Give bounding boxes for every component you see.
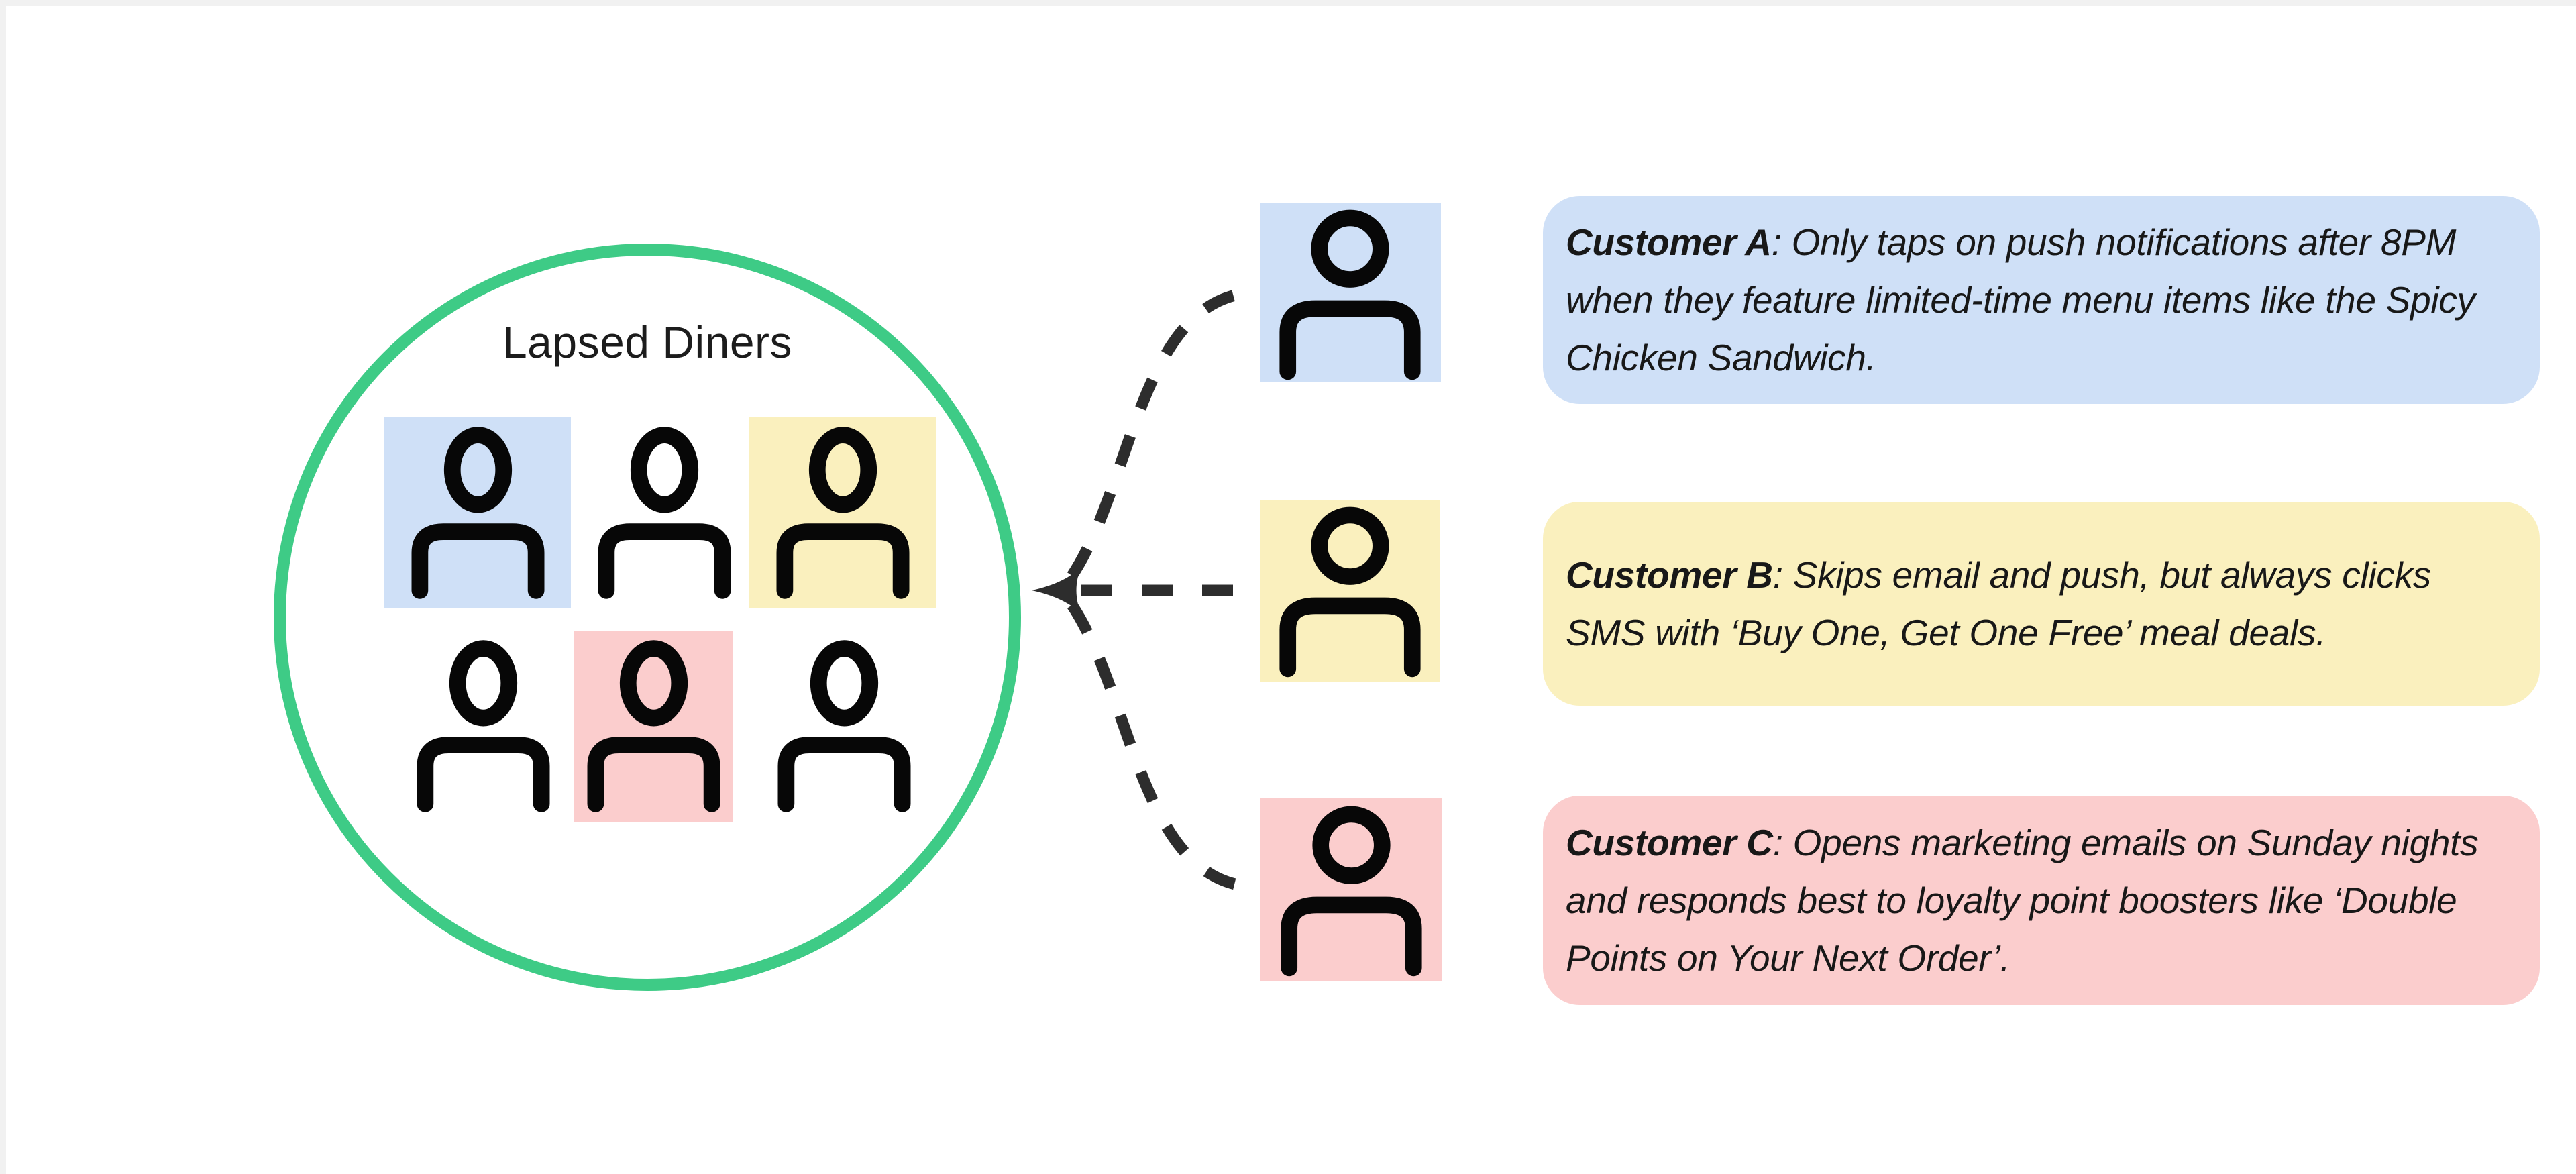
lapsed-diners-circle — [274, 244, 1021, 991]
diner-person-icon — [769, 639, 920, 813]
persona-card-a: Customer A: Only taps on push notificati… — [1543, 196, 2540, 404]
persona-c-person-icon — [1273, 801, 1430, 977]
persona-c-line-3: Points on Your Next Order’. — [1566, 937, 2010, 979]
dashed-line-to-customer-a — [1067, 286, 1259, 579]
persona-a-line-3: Chicken Sandwich. — [1566, 337, 1876, 378]
persona-a-line-1: Customer A: Only taps on push notificati… — [1566, 213, 2526, 271]
junction-arrow-icon — [1032, 566, 1081, 615]
dashed-line-to-customer-c — [1067, 602, 1259, 893]
persona-a-person-icon — [1271, 205, 1429, 381]
persona-b-line-2: SMS with ‘Buy One, Get One Free’ meal de… — [1566, 612, 2326, 653]
persona-c-line-2: and responds best to loyalty point boost… — [1566, 879, 2457, 921]
window-edge-top — [0, 0, 2576, 6]
persona-a-label: Customer A — [1566, 221, 1772, 263]
diner-person-icon — [767, 426, 918, 600]
cluster-title: Lapsed Diners — [502, 317, 793, 367]
persona-c-text: : Opens marketing emails on Sunday night… — [1772, 822, 2479, 863]
diner-person-icon — [402, 426, 553, 600]
persona-card-c: Customer C: Opens marketing emails on Su… — [1543, 796, 2540, 1005]
persona-card-b: Customer B: Skips email and push, but al… — [1543, 502, 2540, 706]
persona-b-text: : Skips email and push, but always click… — [1772, 554, 2432, 596]
persona-a-text: : Only taps on push notifications after … — [1771, 221, 2457, 263]
diner-person-icon — [578, 639, 729, 813]
persona-a-line-2: when they feature limited-time menu item… — [1566, 279, 2475, 321]
persona-b-label: Customer B — [1566, 554, 1773, 596]
persona-c-line-1: Customer C: Opens marketing emails on Su… — [1566, 814, 2526, 871]
persona-b-person-icon — [1271, 502, 1429, 678]
window-edge-left — [0, 0, 6, 1174]
persona-b-line-1: Customer B: Skips email and push, but al… — [1566, 546, 2526, 604]
diner-person-icon — [589, 426, 740, 600]
persona-c-label: Customer C — [1566, 822, 1773, 863]
diner-person-icon — [408, 639, 559, 813]
